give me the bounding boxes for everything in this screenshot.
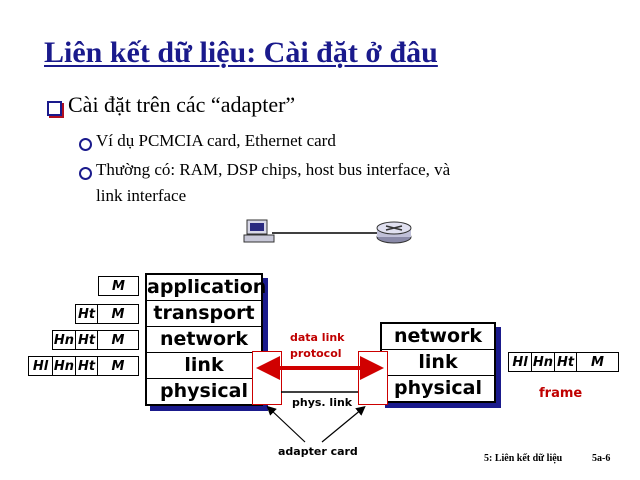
layer-physical: physical xyxy=(160,380,248,402)
data-link-protocol-label: protocol xyxy=(290,347,342,360)
layer-application: application xyxy=(147,275,266,301)
link-header-cell: Hl xyxy=(28,356,53,376)
layer-network: network xyxy=(147,327,261,353)
sub-bullet-components: Thường có: RAM, DSP chips, host bus inte… xyxy=(96,160,451,179)
layer-link: link xyxy=(147,353,261,379)
message-cell: M xyxy=(98,276,139,296)
left-protocol-stack: application transport network link physi… xyxy=(145,273,266,406)
message-cell: M xyxy=(97,304,139,324)
layer-link: link xyxy=(382,350,494,376)
layer-network: network xyxy=(382,324,494,350)
right-protocol-stack: network link physical xyxy=(380,322,496,403)
link-header-cell: Hl xyxy=(508,352,532,372)
transport-header-cell: Ht xyxy=(75,304,98,324)
bullet-circle-icon xyxy=(79,167,92,180)
frame-label: frame xyxy=(539,386,583,401)
message-cell: M xyxy=(576,352,619,372)
layer-transport: transport xyxy=(147,301,261,327)
transport-header-cell: Ht xyxy=(75,356,98,376)
adapter-card-right xyxy=(358,351,388,405)
slide-title: Liên kết dữ liệu: Cài đặt ở đâu xyxy=(44,36,438,69)
footer-page-number: 5a-6 xyxy=(592,453,611,464)
adapter-card-left xyxy=(252,351,282,405)
host-computer-icon xyxy=(243,219,275,243)
router-icon xyxy=(376,221,412,244)
footer-chapter: 5: Liên kết dữ liệu xyxy=(484,453,563,464)
bullet-square-icon xyxy=(47,101,62,116)
network-header-cell: Hn xyxy=(531,352,555,372)
transport-header-cell: Ht xyxy=(554,352,577,372)
sub-bullet-components-cont: link interface xyxy=(96,186,187,205)
phys-link-label: phys. link xyxy=(292,396,353,409)
message-cell: M xyxy=(97,356,139,376)
sub-bullet-example: Ví dụ PCMCIA card, Ethernet card xyxy=(96,131,336,150)
network-header-cell: Hn xyxy=(52,356,76,376)
data-link-protocol-label: data link xyxy=(290,331,345,344)
bullet-circle-icon xyxy=(79,138,92,151)
message-cell: M xyxy=(97,330,139,350)
layer-physical: physical xyxy=(394,377,482,399)
network-header-cell: Hn xyxy=(52,330,76,350)
transport-header-cell: Ht xyxy=(75,330,98,350)
bullet-adapter: Cài đặt trên các “adapter” xyxy=(68,92,296,117)
adapter-card-label: adapter card xyxy=(278,445,358,458)
